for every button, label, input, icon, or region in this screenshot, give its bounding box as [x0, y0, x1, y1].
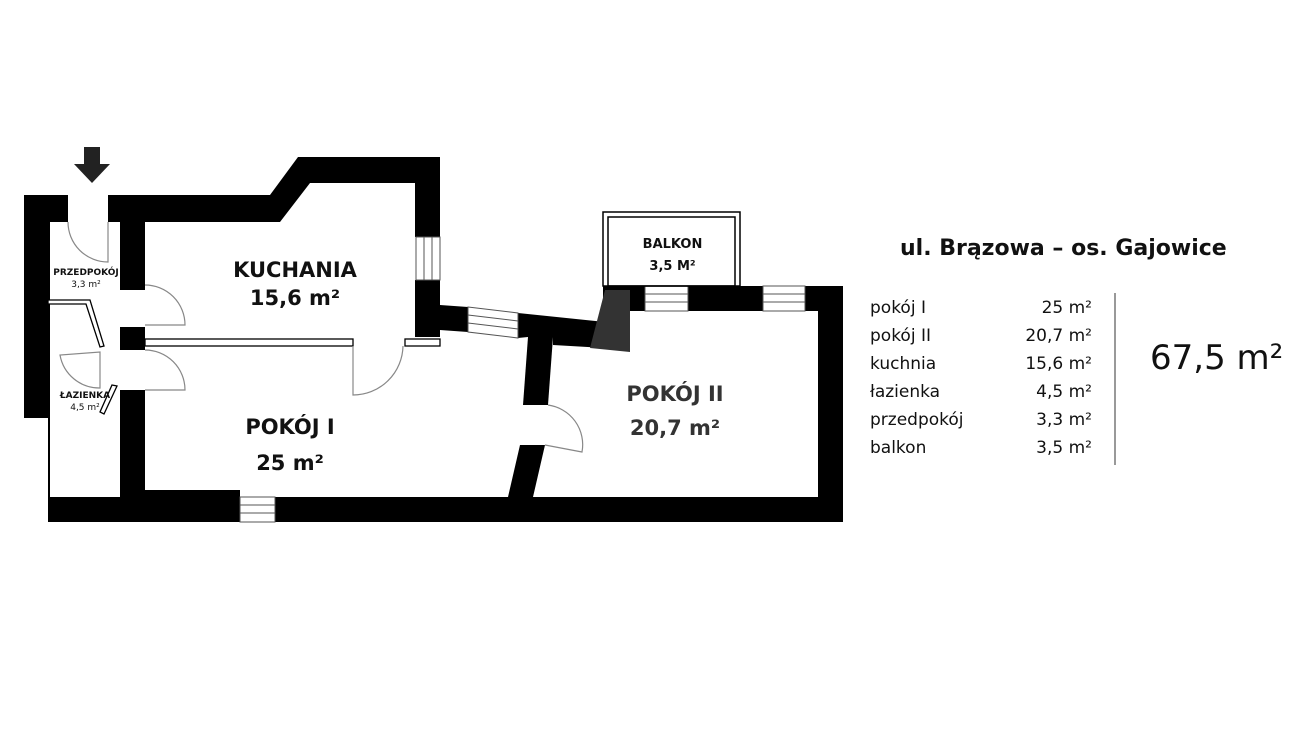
area-label: pokój I: [870, 298, 926, 318]
floor-plan: [24, 147, 843, 523]
area-value: 15,6 m²: [1025, 354, 1092, 374]
area-label: balkon: [870, 438, 927, 458]
balcony: [602, 211, 741, 287]
area-value: 4,5 m²: [1036, 382, 1092, 402]
area-label: pokój II: [870, 326, 931, 346]
room-name: BALKON: [642, 237, 703, 252]
area-list: pokój I 25 m² pokój II 20,7 m² kuchnia 15,6…: [870, 296, 1092, 464]
area-row: pokój II 20,7 m²: [870, 324, 1092, 352]
room-name: ŁAZIENKA: [59, 391, 111, 401]
total-area: 67,5 m²: [1150, 338, 1284, 378]
room-area: 25 m²: [256, 450, 324, 475]
room-lazienka: ŁAZIENKA 4,5 m²: [52, 390, 118, 414]
partitions: [47, 299, 441, 415]
windows: [239, 236, 806, 523]
room-name: POKÓJ I: [245, 415, 335, 439]
area-label: przedpokój: [870, 410, 964, 430]
room-area: 20,7 m²: [629, 415, 721, 440]
area-row: przedpokój 3,3 m²: [870, 408, 1092, 436]
room-area: 4,5 m²: [70, 403, 100, 414]
room-area: 3,5 M²: [649, 259, 696, 275]
area-label: łazienka: [870, 382, 941, 402]
area-row: pokój I 25 m²: [870, 296, 1092, 324]
area-value: 25 m²: [1041, 298, 1092, 318]
room-name: PRZEDPOKÓJ: [53, 268, 119, 278]
area-row: balkon 3,5 m²: [870, 436, 1092, 464]
room-pokoj-1: POKÓJ I 25 m²: [215, 410, 365, 481]
area-row: kuchnia 15,6 m²: [870, 352, 1092, 380]
doors[interactable]: [59, 221, 584, 453]
address-title: ul. Brązowa – os. Gajowice: [900, 236, 1227, 261]
entrance-arrow-icon: [74, 147, 110, 183]
room-przedpokoj: PRZEDPOKÓJ 3,3 m²: [50, 267, 122, 291]
area-value: 3,5 m²: [1036, 438, 1092, 458]
room-area: 3,3 m²: [71, 280, 101, 291]
room-area: 15,6 m²: [249, 286, 341, 311]
area-value: 3,3 m²: [1036, 410, 1092, 430]
area-row: łazienka 4,5 m²: [870, 380, 1092, 408]
room-name: KUCHANIA: [233, 258, 357, 282]
room-pokoj-2: POKÓJ II 20,7 m²: [600, 378, 750, 445]
area-value: 20,7 m²: [1025, 326, 1092, 346]
room-balkon: BALKON 3,5 M²: [615, 234, 730, 278]
divider: [1114, 293, 1116, 465]
room-kitchen: KUCHANIA 15,6 m²: [220, 256, 370, 313]
room-name: POKÓJ II: [626, 382, 724, 406]
area-label: kuchnia: [870, 354, 937, 374]
walls: [24, 157, 843, 522]
